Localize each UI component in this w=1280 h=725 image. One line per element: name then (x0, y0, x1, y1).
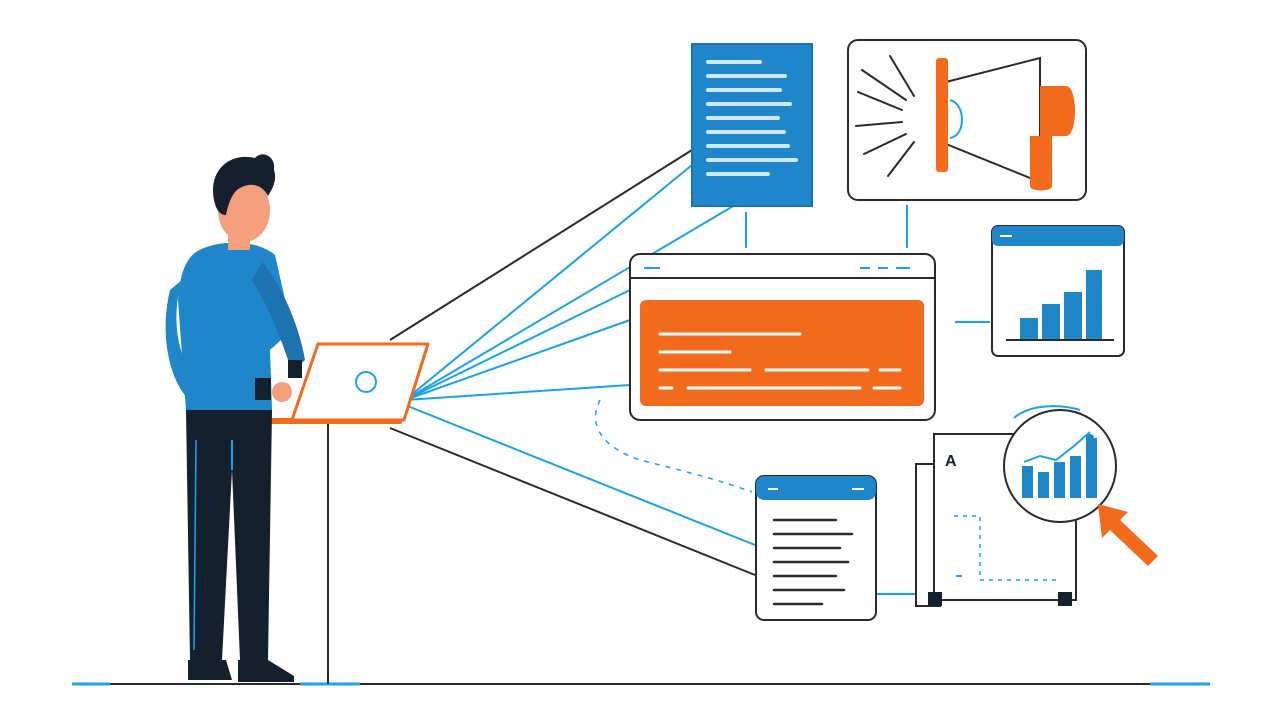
report-letter: A (945, 453, 957, 470)
magnifier-icon (1003, 405, 1117, 523)
person-figure (165, 154, 305, 682)
text-card-icon (755, 475, 877, 621)
connection-lines (389, 149, 990, 595)
document-icon (691, 43, 813, 207)
bar-chart-icon (991, 225, 1125, 357)
cursor-arrow-icon (1098, 504, 1158, 566)
megaphone-card (847, 39, 1087, 201)
browser-window-icon (629, 253, 936, 421)
laptop-icon (290, 342, 430, 422)
laptop-stand (252, 418, 402, 684)
megaphone-icon (855, 55, 1075, 191)
